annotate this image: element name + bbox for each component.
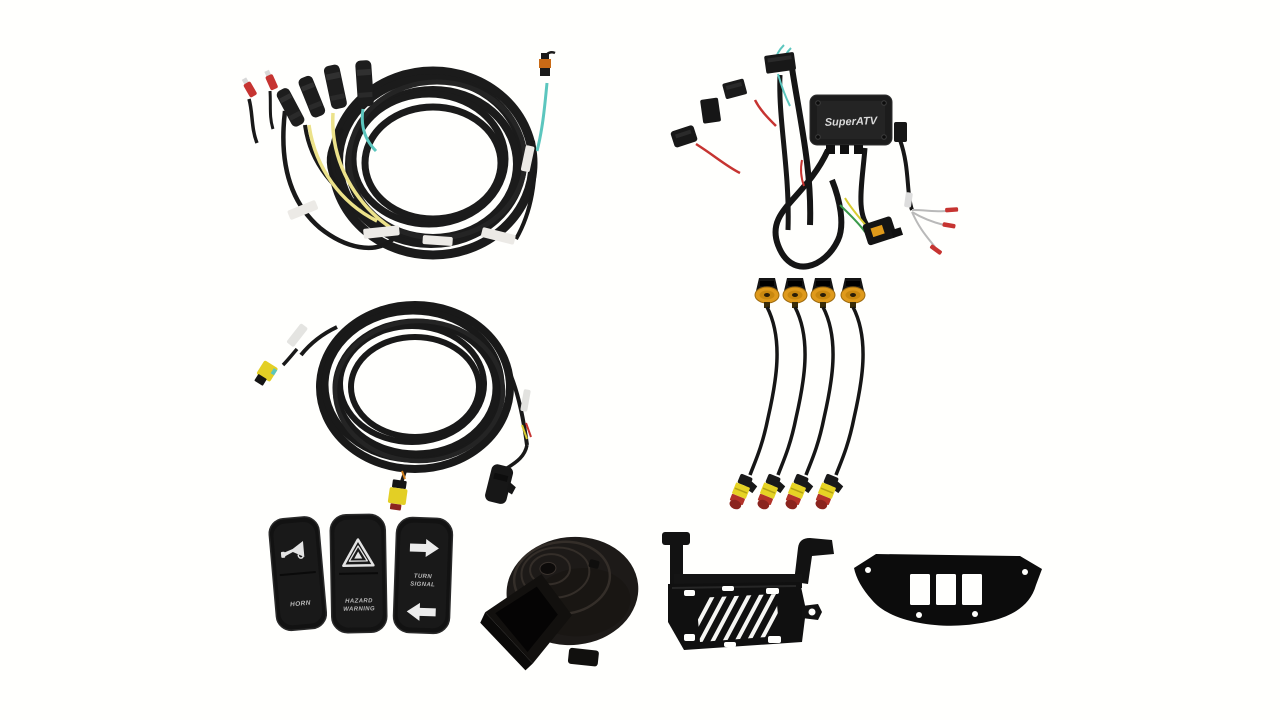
bare-wire-leads (904, 192, 959, 255)
turn-switch-label-1: TURN (414, 574, 433, 581)
signal-pigtail-2 (757, 278, 808, 510)
mounting-slots (684, 586, 781, 647)
bullet-connectors (276, 60, 374, 127)
tagged-connector (539, 50, 556, 76)
hazard-switch-label-2: WARNING (343, 606, 375, 613)
bottom-center-branch (387, 464, 409, 511)
cable-labels (287, 145, 535, 246)
yellow-connector (387, 479, 408, 511)
harness-coil (316, 301, 514, 473)
hazard-switch-label-1: HAZARD (345, 598, 373, 604)
horn-icon (280, 541, 305, 559)
dash-switch-plate (854, 554, 1042, 626)
power-connector (839, 197, 904, 246)
rocker-switches: HORN HAZARD WARNING TURN SIGNAL (268, 513, 454, 635)
switch-cutouts (910, 574, 982, 605)
sealed-connector (729, 473, 758, 510)
signal-pigtail-4 (815, 278, 866, 510)
turn-switch-label-2: SIGNAL (410, 582, 435, 589)
horn-switch-label: HORN (290, 600, 311, 609)
top-left-branch (254, 323, 338, 386)
right-branch (505, 366, 532, 470)
control-module: SuperATV (809, 94, 893, 154)
turn-signal-light-pigtails (729, 278, 866, 510)
right-arrow-icon (409, 539, 439, 558)
hazard-rocker-switch: HAZARD WARNING (329, 513, 388, 634)
signal-pigtail-1 (729, 278, 780, 510)
accessory-wiring-harness (241, 50, 556, 260)
left-arrow-icon (406, 602, 436, 621)
turn-signal-rocker-switch: TURN SIGNAL (392, 516, 454, 635)
main-signal-wiring-harness (254, 301, 532, 511)
yellow-connector (254, 360, 278, 386)
sealed-connector (815, 473, 844, 510)
bottom-right-connector (485, 464, 516, 504)
module-brand-label: SuperATV (825, 115, 879, 129)
branch-wires (281, 82, 549, 251)
horn-rocker-switch: HORN (268, 516, 328, 632)
hazard-triangle-icon (342, 538, 375, 568)
sealed-connector (757, 473, 786, 510)
control-module-wiring-harness: SuperATV (670, 44, 959, 270)
red-spade-terminals (241, 69, 278, 144)
signal-pigtail-3 (785, 278, 836, 510)
plate-screw-holes (865, 567, 1028, 618)
bracket-tab-hole (808, 608, 816, 616)
harness-connectors (670, 52, 907, 148)
module-screws (815, 100, 887, 140)
sealed-connector (785, 473, 814, 510)
horn (480, 536, 639, 671)
mounting-bracket (662, 532, 834, 650)
